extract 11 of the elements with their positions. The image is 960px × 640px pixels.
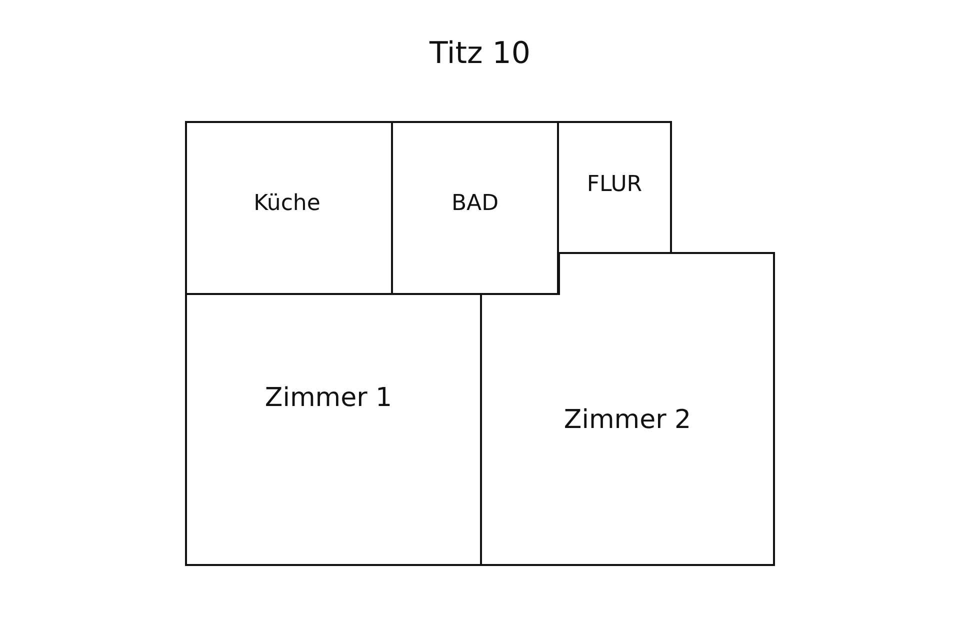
room-outline [185, 121, 393, 295]
room-name: FLUR [586, 172, 642, 197]
room-outline [185, 293, 482, 566]
plan-title: Titz 10 [428, 36, 532, 71]
room-outline [391, 121, 559, 295]
room-name: BAD [451, 190, 499, 216]
room-outline [480, 252, 775, 566]
room-name: Zimmer 2 [564, 405, 692, 435]
room-outline [557, 121, 672, 254]
room-name: Küche [254, 190, 320, 216]
room-name: Zimmer 1 [264, 382, 392, 412]
